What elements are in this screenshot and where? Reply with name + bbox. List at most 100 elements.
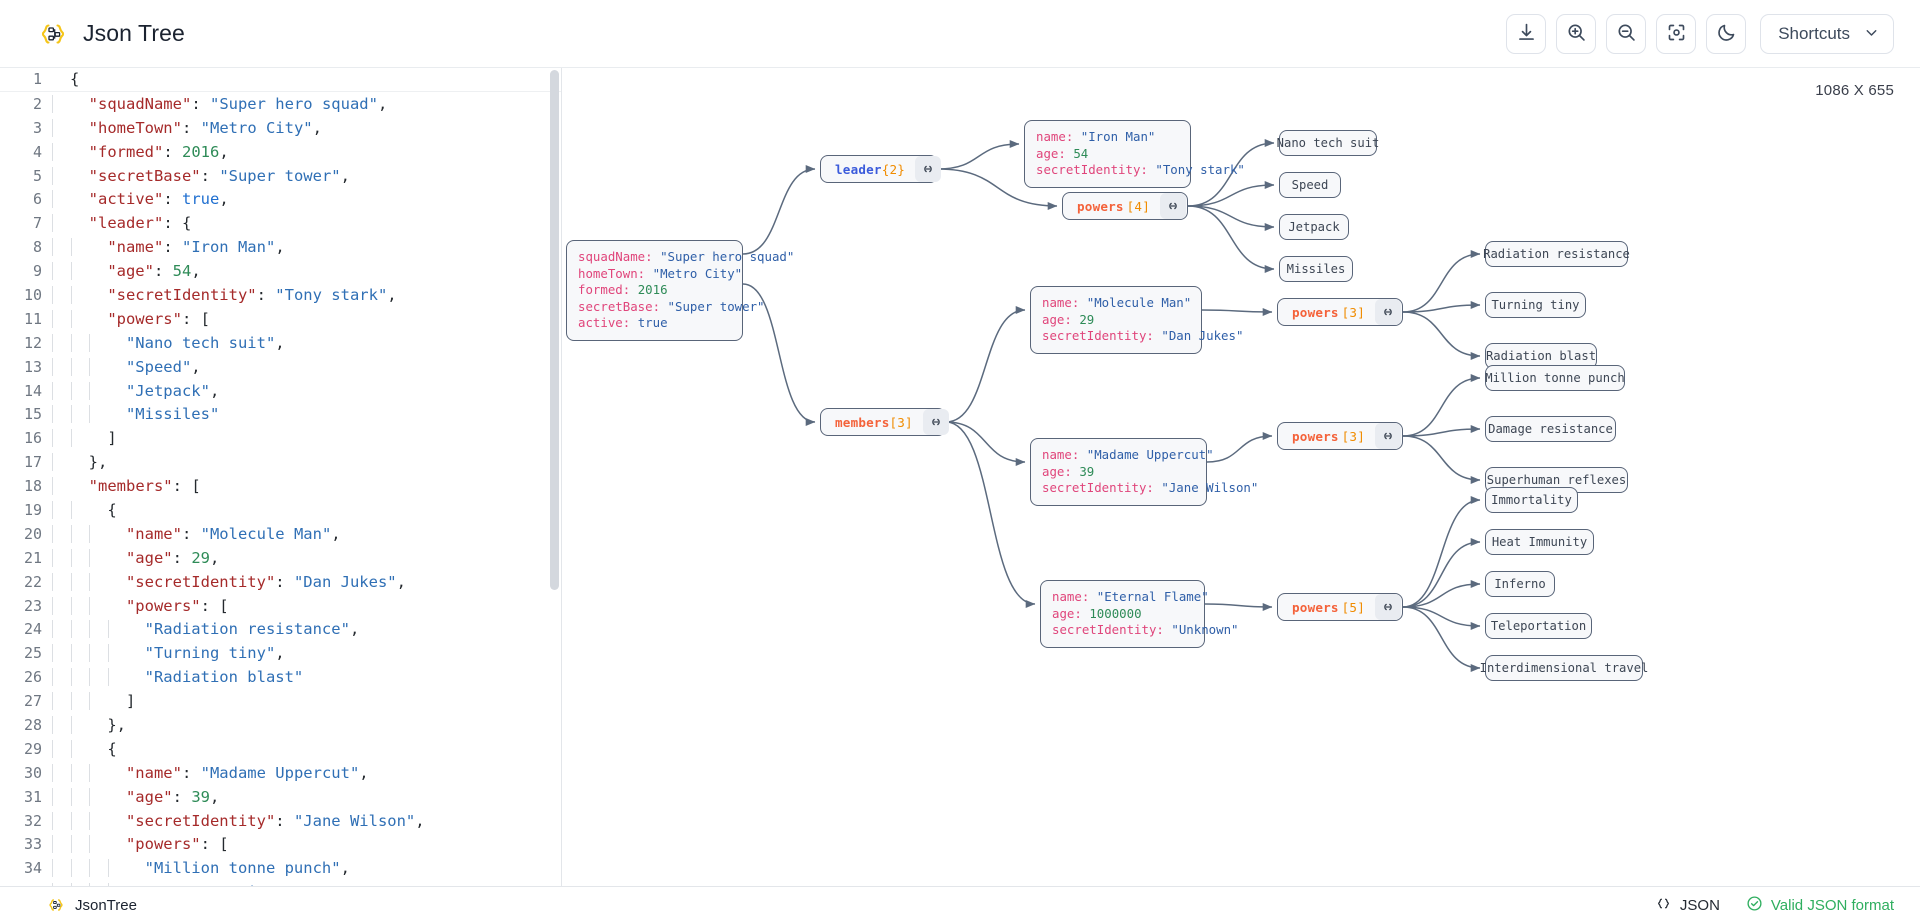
code-line[interactable]: 18"members": [ [0,474,561,498]
code-line[interactable]: 6"active": true, [0,187,561,211]
code-line[interactable]: 31"age": 39, [0,785,561,809]
center-view-button[interactable] [1656,13,1697,54]
shortcuts-dropdown[interactable]: Shortcuts [1760,13,1894,54]
branch-count: {2} [881,161,906,177]
tree-node-object[interactable]: squadName: "Super hero squad"homeTown: "… [566,240,794,341]
indent-guide [52,309,53,328]
token-num: 54 [172,262,192,281]
code-line[interactable]: 10"secretIdentity": "Tony stark", [0,283,561,307]
collapse-link-icon[interactable] [1160,193,1186,219]
code-line[interactable]: 13"Speed", [0,355,561,379]
zoom-in-button[interactable] [1556,13,1597,54]
tree-node-leaf[interactable]: Interdimensional travel [1480,655,1648,681]
tree-node-leaf[interactable]: Jetpack [1279,214,1349,240]
line-number: 15 [23,405,42,424]
code-line[interactable]: 21"age": 29, [0,546,561,570]
collapse-link-icon[interactable] [915,156,942,182]
code-line[interactable]: 26"Radiation blast" [0,665,561,689]
tree-node-leaf[interactable]: Heat Immunity [1485,529,1594,555]
tree-node-leaf[interactable]: Radiation resistance [1483,241,1630,267]
token-key: "name" [125,524,182,543]
indent-guide [70,333,72,352]
line-number: 13 [23,357,42,376]
tree-canvas[interactable]: 1086 X 655 squadName: "Super hero squad"… [562,68,1920,886]
code-lines[interactable]: 1{2"squadName": "Super hero squad",3"hom… [0,68,561,886]
code-line[interactable]: 8"name": "Iron Man", [0,235,561,259]
tree-node-branch-powers[interactable]: powers[3] [1277,298,1403,326]
tree-node-branch-powers[interactable]: powers[4] [1062,192,1188,220]
code-line[interactable]: 25"Turning tiny", [0,641,561,665]
code-line[interactable]: 9"age": 54, [0,259,561,283]
code-line[interactable]: 20"name": "Molecule Man", [0,522,561,546]
format-label: JSON [1679,896,1720,914]
tree-node-leaf[interactable]: Damage resistance [1485,416,1616,442]
node-property-key: age: [1036,145,1074,161]
indent-guide [70,309,72,328]
tree-node-leaf[interactable]: Million tonne punch [1485,365,1625,391]
tree-node-branch-powers[interactable]: powers[3] [1277,422,1403,450]
code-line[interactable]: 5"secretBase": "Super tower", [0,164,561,188]
tree-node-leaf[interactable]: Nano tech suit [1277,130,1379,156]
node-property-value: "Super hero squad" [660,249,795,264]
collapse-link-icon[interactable] [1375,594,1401,620]
code-line[interactable]: 28}, [0,713,561,737]
code-line[interactable]: 30"name": "Madame Uppercut", [0,761,561,785]
code-line[interactable]: 27] [0,689,561,713]
token-str: "Super tower" [219,166,341,185]
code-line[interactable]: 29{ [0,737,561,761]
code-line[interactable]: 19{ [0,498,561,522]
tree-node-leaf[interactable]: Missiles [1279,256,1353,282]
tree-node-branch-leader[interactable]: leader{2} [820,155,942,183]
collapse-link-icon[interactable] [1375,423,1401,449]
code-line[interactable]: 24"Radiation resistance", [0,617,561,641]
collapse-link-icon[interactable] [1375,299,1401,325]
code-line[interactable]: 17}, [0,450,561,474]
code-line[interactable]: 15 "Missiles" [0,402,561,426]
zoom-out-button[interactable] [1606,13,1647,54]
download-button[interactable] [1506,13,1547,54]
code-content: "Missiles" [52,405,561,424]
indent-guide [107,644,109,663]
code-line[interactable]: 11"powers": [ [0,307,561,331]
json-code-editor[interactable]: 1{2"squadName": "Super hero squad",3"hom… [0,68,562,886]
editor-scrollbar-thumb[interactable] [550,70,559,590]
token-key: "secretIdentity" [107,285,257,304]
code-line[interactable]: 33"powers": [ [0,833,561,857]
status-badge: Valid JSON format [1746,895,1894,916]
editor-scrollbar[interactable] [547,68,561,886]
code-line[interactable]: 16] [0,426,561,450]
code-line[interactable]: 2"squadName": "Super hero squad", [0,92,561,116]
tree-node-leaf[interactable]: Inferno [1485,571,1555,597]
code-line[interactable]: 22"secretIdentity": "Dan Jukes", [0,570,561,594]
node-property-key: secretBase: [578,298,668,314]
code-line[interactable]: 35"Damage resistance" [0,880,561,886]
json-tree-braces-icon [36,17,70,51]
code-line[interactable]: 32"secretIdentity": "Jane Wilson", [0,809,561,833]
editor-scroll-area[interactable]: 1{2"squadName": "Super hero squad",3"hom… [0,68,561,886]
tree-node-branch-powers[interactable]: powers[5] [1277,593,1403,621]
code-line[interactable]: 1{ [0,68,561,92]
tree-node-leaf[interactable]: Immortality [1485,487,1578,513]
token-punct: , [396,572,406,591]
tree-node-leaf[interactable]: Teleportation [1485,613,1592,639]
collapse-link-icon[interactable] [922,409,949,435]
tree-node-leaf[interactable]: Turning tiny [1485,292,1586,318]
line-number: 12 [23,333,42,352]
code-line[interactable]: 3"homeTown": "Metro City", [0,116,561,140]
code-line[interactable]: 7"leader": { [0,211,561,235]
tree-node-leaf[interactable]: Speed [1279,172,1341,198]
code-line[interactable]: 23"powers": [ [0,594,561,618]
dark-mode-button[interactable] [1706,13,1747,54]
tree-node-leaf[interactable]: Radiation blast [1485,343,1597,369]
code-line[interactable]: 34"Million tonne punch", [0,856,561,880]
code-line[interactable]: 12"Nano tech suit", [0,331,561,355]
code-line[interactable]: 4"formed": 2016, [0,140,561,164]
code-line[interactable]: 14"Jetpack", [0,379,561,403]
tree-edge [1187,205,1275,274]
tree-node-branch-members[interactable]: members[3] [820,408,949,436]
token-key: "powers" [107,309,182,328]
